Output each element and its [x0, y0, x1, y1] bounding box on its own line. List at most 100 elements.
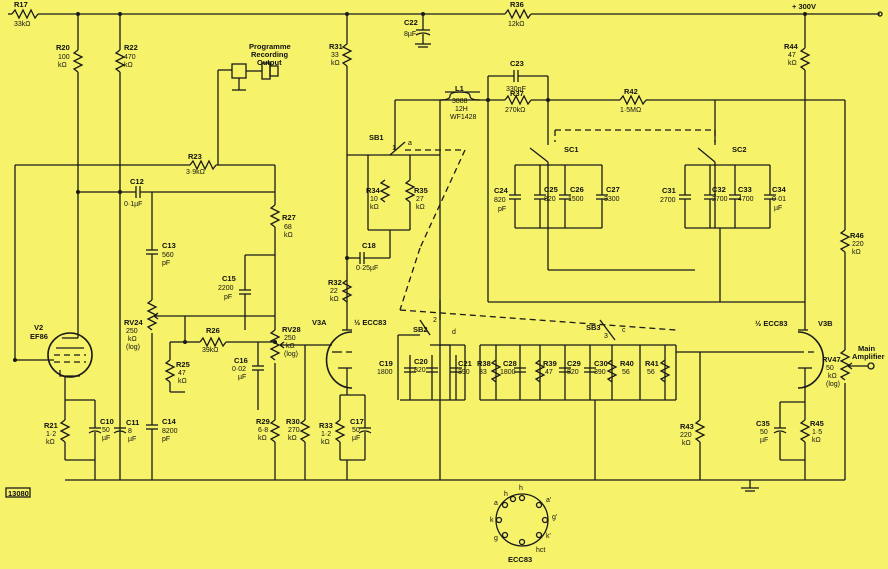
label-supply-voltage: + 300V: [792, 2, 816, 11]
label-c29: C29: [567, 359, 581, 368]
label-r42-value: 1·5MΩ: [620, 107, 641, 114]
label-c30-value: 390: [594, 369, 606, 376]
label-r29: R29: [256, 417, 270, 426]
label-r46-unit: kΩ: [852, 249, 861, 256]
label-sc1: SC1: [564, 145, 579, 154]
label-c35-unit: µF: [760, 437, 768, 444]
label-r26-value: 39kΩ: [202, 347, 219, 354]
label-r22-unit: kΩ: [124, 62, 133, 69]
tube-v3b: [676, 329, 825, 402]
label-r23-value: 3·9kΩ: [186, 169, 205, 176]
label-c17: C17: [350, 417, 364, 426]
label-r26: R26: [206, 326, 220, 335]
label-pin-k: k: [490, 517, 494, 524]
label-r43-value: 220: [680, 432, 692, 439]
label-c35: C35: [756, 419, 770, 428]
label-r38-value: 33: [479, 369, 487, 376]
resistor-r23: [14, 69, 275, 360]
label-c21: C21: [458, 359, 472, 368]
label-c15-unit: pF: [224, 294, 232, 301]
label-c28-value: 1800: [500, 369, 516, 376]
label-rv24: RV24: [124, 318, 143, 327]
label-c34-value: 0·01: [772, 196, 786, 203]
label-output: Output: [257, 58, 282, 67]
label-main: Main: [858, 344, 876, 353]
label-c33: C33: [738, 185, 752, 194]
label-c16-value: 0·02: [232, 366, 246, 373]
label-c26-value: 1500: [568, 196, 584, 203]
label-r39-value: 47: [545, 369, 553, 376]
label-c14-unit: pF: [162, 436, 170, 443]
label-c16-unit: µF: [238, 374, 246, 381]
label-rv47-log: (log): [826, 381, 840, 388]
label-pin-h1: h: [519, 485, 523, 492]
resistor-r30: [299, 345, 311, 480]
label-r33-unit: kΩ: [321, 439, 330, 446]
label-c11-unit: µF: [128, 436, 136, 443]
label-c24-value: 820: [494, 197, 506, 204]
label-pin-hct: hct: [536, 547, 545, 554]
label-r17: R17: [14, 0, 28, 9]
label-r30-value: 270: [288, 427, 300, 434]
label-sc2: SC2: [732, 145, 747, 154]
label-ecc83: ECC83: [508, 555, 532, 564]
label-r34: R34: [366, 186, 381, 195]
label-r30: R30: [286, 417, 300, 426]
label-r27: R27: [282, 213, 296, 222]
label-c31-value: 2700: [660, 197, 676, 204]
label-c20: C20: [414, 357, 428, 366]
label-r45: R45: [810, 419, 824, 428]
label-r38: R38: [477, 359, 491, 368]
label-r40-value: 56: [622, 369, 630, 376]
label-rv24-log: (log): [126, 344, 140, 351]
label-contact-a: a: [408, 140, 412, 147]
label-sb3: SB3: [586, 323, 601, 332]
label-c14-value: 8200: [162, 428, 178, 435]
label-c33-value: 4700: [738, 196, 754, 203]
resistor-r44: [799, 14, 811, 330]
tube-v3a: [325, 329, 353, 395]
label-r45-value: 1·5: [812, 429, 822, 436]
resistor-r46: [825, 99, 851, 350]
label-c13-value: 560: [162, 252, 174, 259]
label-r31-unit: kΩ: [331, 60, 340, 67]
label-c12: C12: [130, 177, 144, 186]
capacitor-c18: [347, 230, 391, 264]
resistor-r20: [72, 14, 84, 330]
label-r43-unit: kΩ: [682, 440, 691, 447]
label-r30-unit: kΩ: [288, 435, 297, 442]
label-c23-value: 330pF: [506, 86, 526, 93]
label-r27-unit: kΩ: [284, 232, 293, 239]
label-c32: C32: [712, 185, 726, 194]
label-r33-value: 1·2: [321, 431, 331, 438]
switch-sc2: [684, 100, 805, 303]
label-r31-value: 33: [331, 52, 339, 59]
label-c22: C22: [404, 18, 418, 27]
component-row: [404, 345, 671, 400]
label-r20-value: 100: [58, 54, 70, 61]
label-c10-unit: µF: [102, 435, 110, 442]
label-c21-value: 390: [458, 369, 470, 376]
label-v3a: V3A: [312, 318, 327, 327]
resistor-r37: [486, 94, 620, 106]
resistor-r27: [269, 165, 281, 330]
label-rv24-value: 250: [126, 328, 138, 335]
label-r22: R22: [124, 43, 138, 52]
capacitor-c22: [415, 14, 431, 48]
capacitor-c10: [88, 400, 102, 460]
resistor-r25: [164, 341, 185, 393]
capacitor-c12: [76, 186, 275, 198]
switch-sc1: [514, 100, 715, 271]
label-r40: R40: [620, 359, 634, 368]
label-c27-value: 3300: [604, 196, 620, 203]
capacitor-c16: [252, 342, 264, 410]
label-contact-2: 2: [433, 317, 437, 324]
label-r43: R43: [680, 422, 694, 431]
label-rv47: RV47: [822, 355, 841, 364]
label-c17-value: 50: [352, 427, 360, 434]
label-r45-unit: kΩ: [812, 437, 821, 444]
capacitor-bank-sc1: [509, 194, 608, 229]
label-r36-value: 12kΩ: [508, 21, 525, 28]
label-r34-unit: kΩ: [370, 204, 379, 211]
label-rv28-value: 250: [284, 335, 296, 342]
